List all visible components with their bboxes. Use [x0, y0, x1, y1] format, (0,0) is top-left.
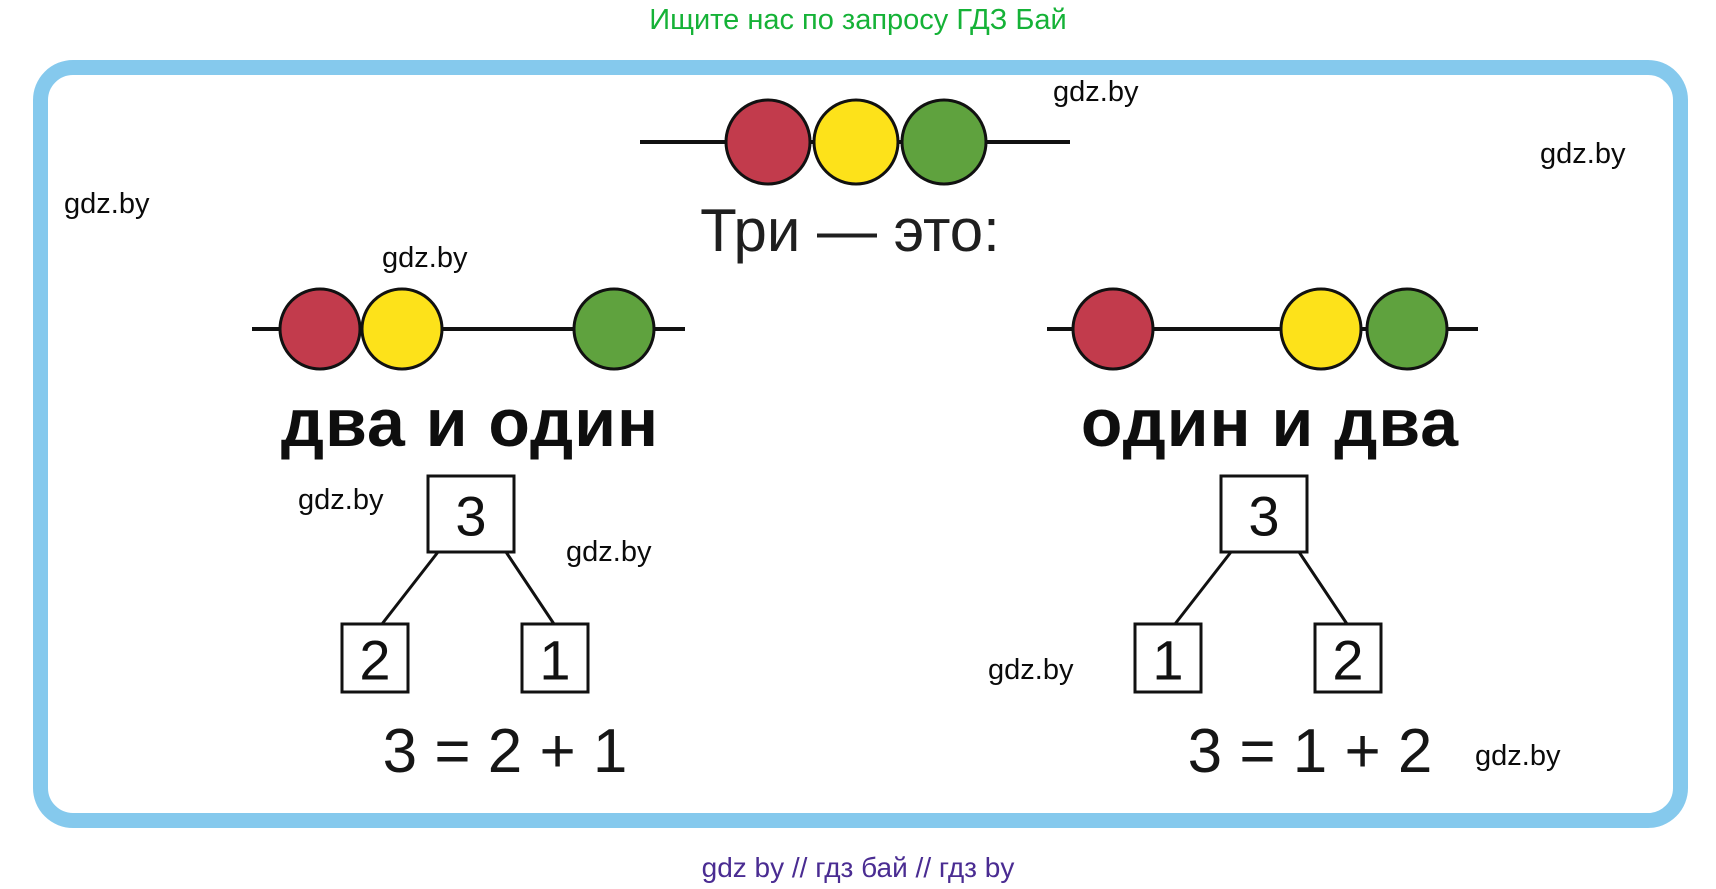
bond-part-right-number: 2 — [1332, 629, 1363, 692]
bond-part-right-number: 1 — [539, 629, 570, 692]
watermark-gdzby: gdz.by — [1053, 76, 1139, 108]
watermark-gdzby: gdz.by — [566, 536, 652, 568]
section-title: Три — это: — [700, 197, 1000, 264]
bond-connector-right — [1297, 551, 1349, 625]
lesson-card — [33, 60, 1688, 828]
promo-header-text: Ищите нас по запросу ГДЗ Бай — [649, 4, 1067, 36]
bond-connector-left — [380, 551, 440, 625]
bead-yellow-icon — [812, 98, 900, 186]
bond-part-left-number: 2 — [359, 629, 390, 692]
bond-part-left-number: 1 — [1152, 629, 1183, 692]
bond-connector-right — [504, 551, 556, 625]
number-bond-left: 3 2 1 — [340, 474, 590, 694]
bond-box-whole — [426, 474, 516, 554]
bond-connector-left — [1173, 551, 1233, 625]
watermark-gdzby: gdz.by — [1540, 138, 1626, 170]
bond-box-part-left — [340, 622, 410, 694]
right-equation: 3 = 1 + 2 — [1187, 717, 1433, 786]
bead-green-icon — [900, 98, 988, 186]
beads-right-group — [1047, 287, 1478, 371]
bead-red-icon — [724, 98, 812, 186]
bond-box-whole — [1219, 474, 1309, 554]
bead-yellow-icon — [360, 287, 444, 371]
left-equation: 3 = 2 + 1 — [382, 717, 628, 786]
bond-box-part-right — [520, 622, 590, 694]
footer-keywords: gdz by // гдз бай // гдз by — [701, 852, 1015, 883]
watermark-gdzby: gdz.by — [988, 654, 1074, 686]
bond-box-part-right — [1313, 622, 1383, 694]
watermark-gdzby: gdz.by — [64, 188, 150, 220]
beads-top-group — [640, 98, 1070, 186]
number-bond-right: 3 1 2 — [1133, 474, 1383, 694]
bead-yellow-icon — [1279, 287, 1363, 371]
right-group-label: один и два — [1080, 385, 1460, 461]
bond-whole-number: 3 — [455, 485, 486, 548]
watermark-gdzby: gdz.by — [382, 242, 468, 274]
bond-box-part-left — [1133, 622, 1203, 694]
left-group-label: два и один — [280, 385, 660, 461]
beads-left-group — [252, 287, 685, 371]
watermark-gdzby: gdz.by — [298, 484, 384, 516]
bead-green-icon — [572, 287, 656, 371]
bond-whole-number: 3 — [1248, 485, 1279, 548]
bead-red-icon — [1071, 287, 1155, 371]
bead-red-icon — [278, 287, 362, 371]
bead-green-icon — [1365, 287, 1449, 371]
watermark-gdzby: gdz.by — [1475, 740, 1561, 772]
